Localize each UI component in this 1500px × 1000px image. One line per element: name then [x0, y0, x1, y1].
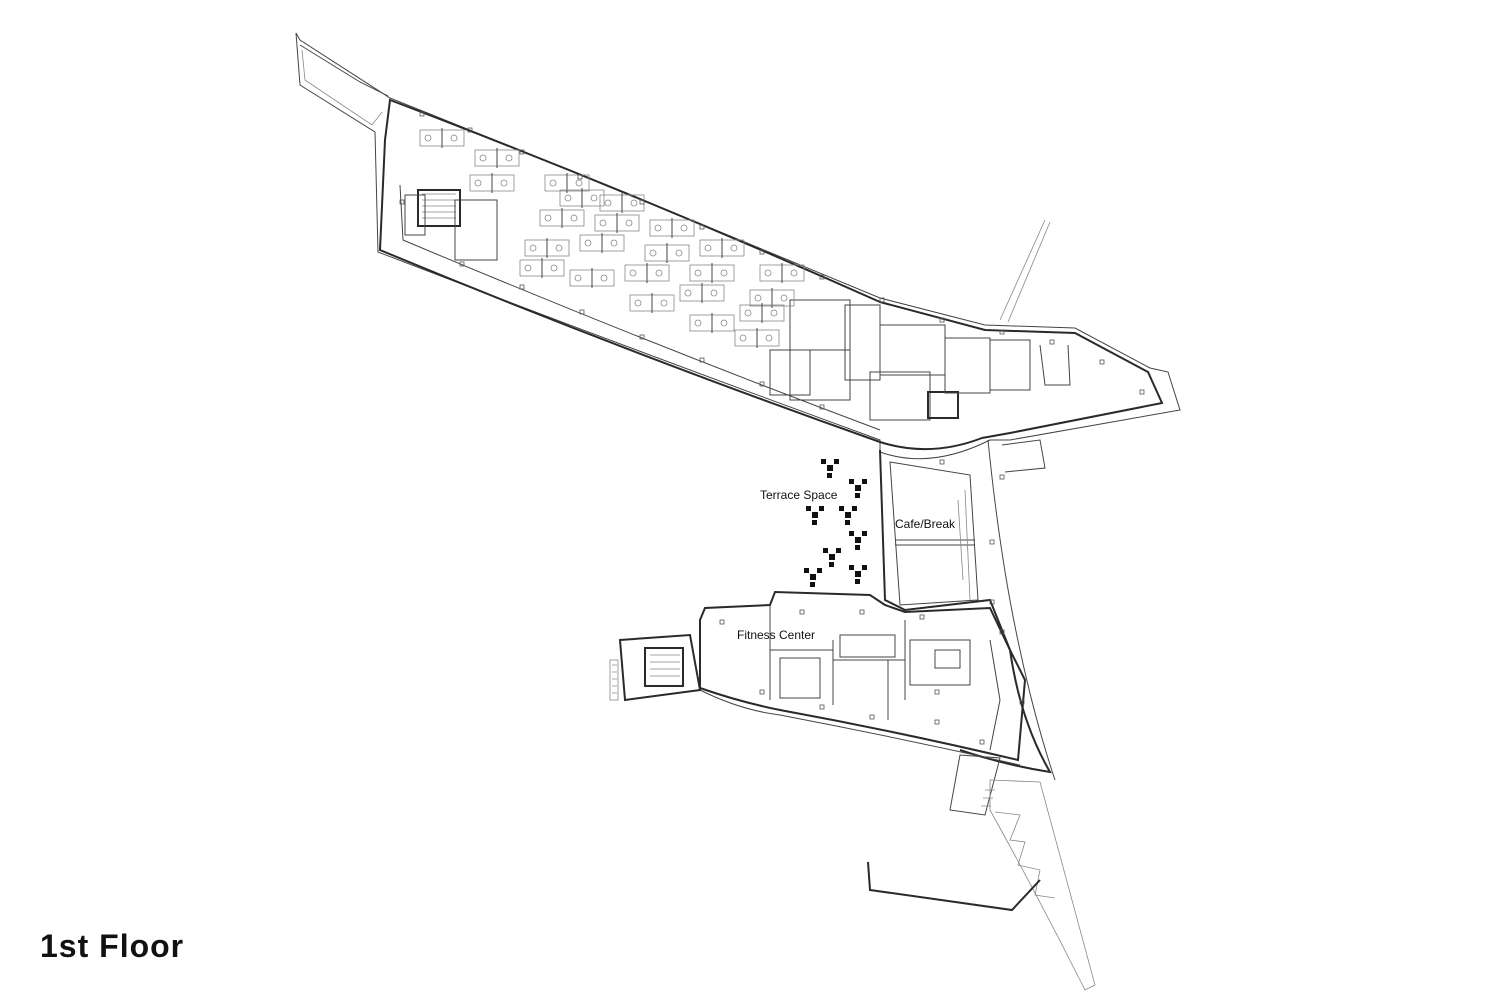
table-cluster-icon [849, 479, 867, 498]
column-marker [799, 609, 805, 615]
workstation-cluster [629, 293, 675, 313]
column-marker [467, 127, 473, 133]
column-marker [979, 739, 985, 745]
column-marker [1019, 699, 1025, 705]
workstation-cluster [539, 208, 585, 228]
workstation-cluster [579, 233, 625, 253]
terrace-space-label: Terrace Space [760, 488, 838, 502]
workstation-cluster [569, 268, 615, 288]
column-marker [699, 224, 705, 230]
column-marker [459, 261, 465, 267]
table-cluster-icon [804, 568, 822, 587]
column-marker [1139, 389, 1145, 395]
column-marker [759, 249, 765, 255]
floor-title: 1st Floor [40, 928, 185, 964]
column-marker [919, 614, 925, 620]
workstation-cluster [689, 263, 735, 283]
workstation-cluster [524, 238, 570, 258]
column-marker [759, 381, 765, 387]
column-marker [819, 274, 825, 280]
table-cluster-icon [839, 506, 857, 525]
column-marker [999, 329, 1005, 335]
workstation-cluster [759, 263, 805, 283]
workstation-cluster [734, 328, 780, 348]
column-marker [989, 599, 995, 605]
workstation-cluster [419, 128, 465, 148]
workstation-cluster [594, 213, 640, 233]
column-marker [939, 317, 945, 323]
column-marker [879, 297, 885, 303]
column-marker [639, 199, 645, 205]
column-marker [999, 474, 1005, 480]
workstation-cluster [474, 148, 520, 168]
column-marker [699, 357, 705, 363]
column-marker [999, 629, 1005, 635]
column-marker [519, 284, 525, 290]
fitness-center-label: Fitness Center [737, 628, 815, 642]
column-marker [819, 704, 825, 710]
table-cluster-icon [823, 548, 841, 567]
column-marker [419, 111, 425, 117]
column-marker [939, 459, 945, 465]
workstation-cluster [689, 313, 735, 333]
workstation-cluster [519, 258, 565, 278]
table-cluster-icon [849, 565, 867, 584]
cafe-break-label: Cafe/Break [895, 517, 956, 531]
table-cluster-icon [821, 459, 839, 478]
central-spine [879, 439, 1056, 816]
column-marker [1099, 359, 1105, 365]
table-cluster-icon [806, 506, 824, 525]
table-cluster-icon [849, 531, 867, 550]
column-marker [719, 619, 725, 625]
column-marker [519, 149, 525, 155]
fitness-wing [609, 590, 1027, 766]
column-marker [759, 689, 765, 695]
column-marker [577, 174, 583, 180]
column-marker [579, 309, 585, 315]
workstation-cluster [624, 263, 670, 283]
column-marker [934, 719, 940, 725]
workstation-cluster [739, 303, 785, 323]
workstation-cluster [599, 193, 645, 213]
column-marker [639, 334, 645, 340]
column-marker [819, 404, 825, 410]
column-marker [934, 689, 940, 695]
column-marker [399, 199, 405, 205]
workstation-cluster [469, 173, 515, 193]
landscape-wedge [867, 219, 1096, 991]
column-marker [859, 609, 865, 615]
terrace-table-clusters [804, 459, 867, 587]
workstation-cluster [699, 238, 745, 258]
workstation-cluster [559, 188, 605, 208]
workstation-cluster [644, 243, 690, 263]
structural-columns [399, 111, 1145, 745]
office-wing [295, 32, 1181, 460]
workstation-grid [419, 128, 805, 348]
column-marker [989, 539, 995, 545]
column-marker [869, 714, 875, 720]
workstation-cluster [679, 283, 725, 303]
column-marker [1049, 339, 1055, 345]
workstation-cluster [649, 218, 695, 238]
